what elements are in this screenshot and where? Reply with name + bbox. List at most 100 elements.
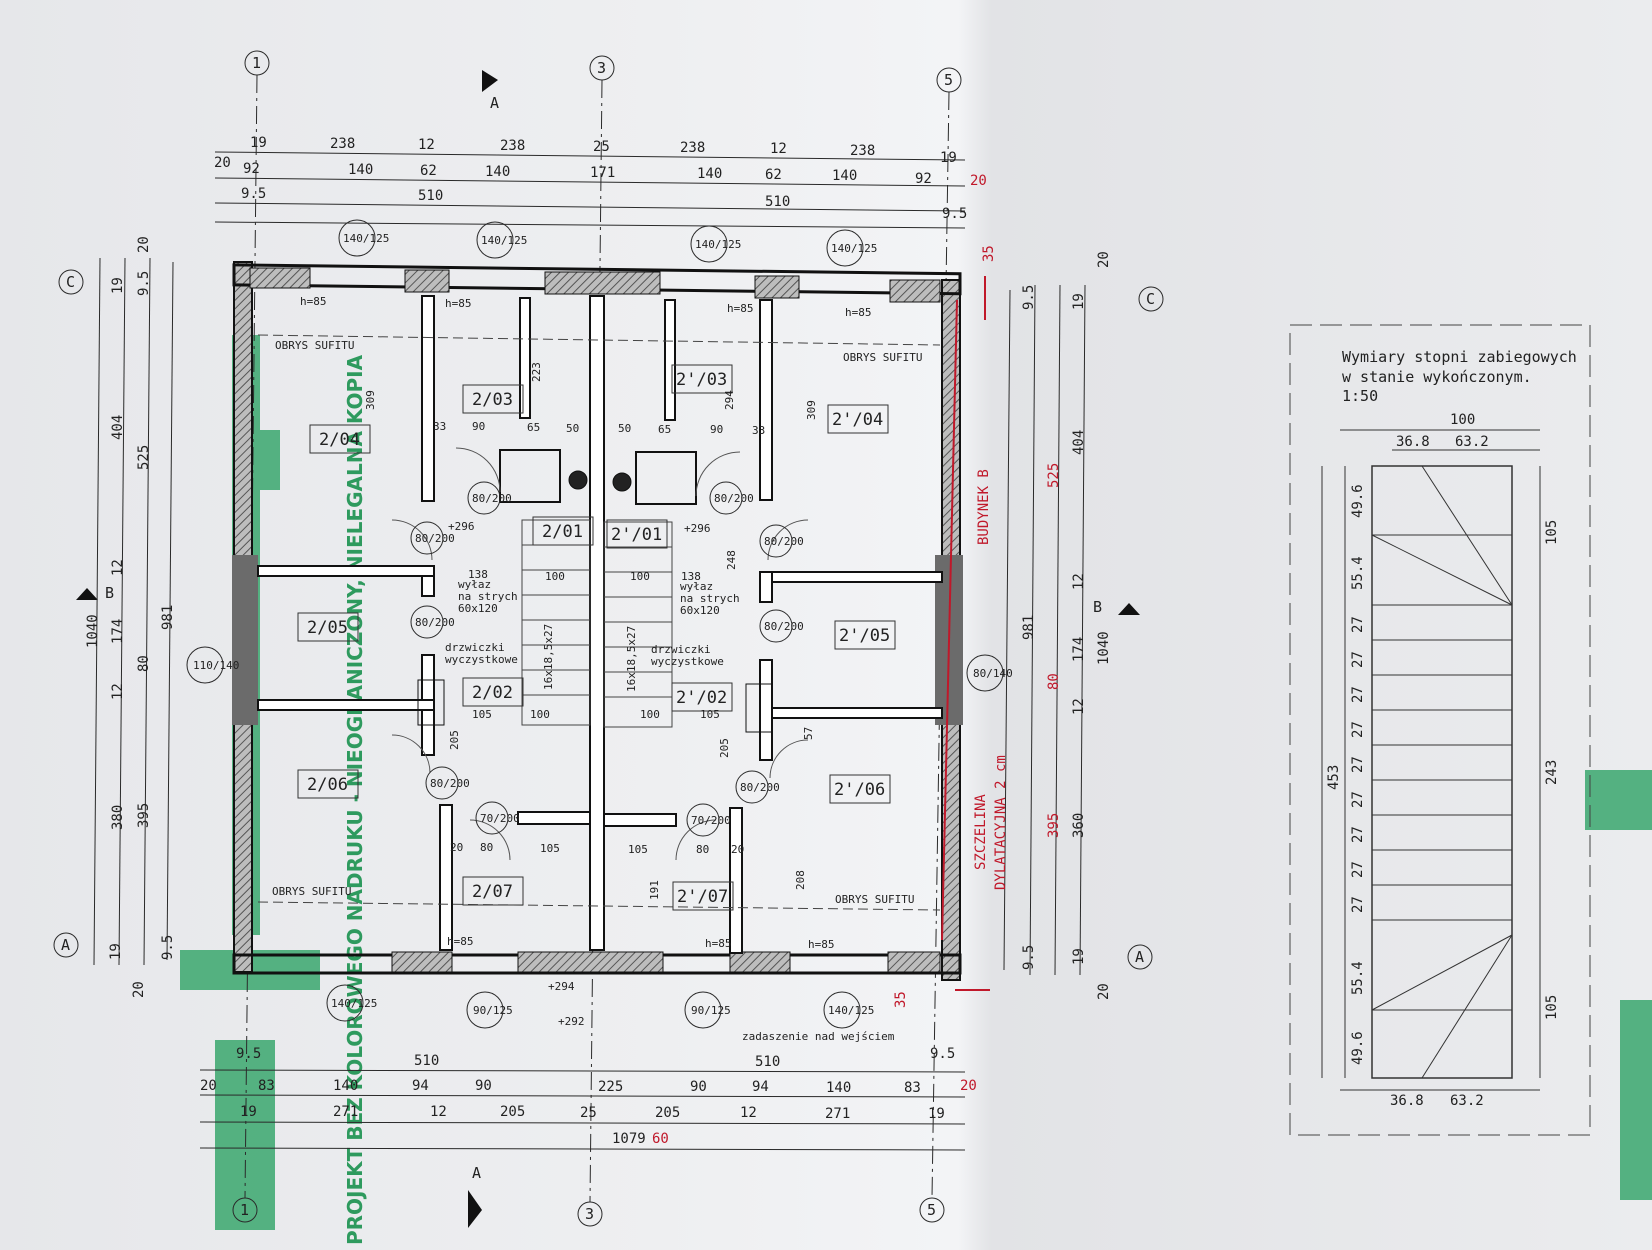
sill-3: h=85	[727, 302, 754, 315]
dim-top-edge-3: 9.5	[942, 206, 967, 222]
chimneys	[417, 470, 773, 733]
dim-left: 19	[110, 277, 126, 294]
axis-bubble	[1127, 944, 1153, 970]
int-dim: 208	[794, 870, 807, 890]
dim-bottom-texts: 510 510 83 140 94 90 225 90 94 140 83 19…	[200, 1046, 977, 1147]
dim-right: 12	[1071, 698, 1087, 715]
dim-bottom-edge: 9.5	[930, 1046, 955, 1062]
dim-left: 9.5	[160, 935, 176, 960]
dim-bottom: 12	[430, 1104, 447, 1120]
dim-top-edge-4: 20	[970, 173, 987, 189]
sill-7: h=85	[808, 938, 835, 951]
int-dim: 100	[530, 708, 550, 721]
section-a-top-marker	[482, 70, 498, 92]
int-dim: 309	[805, 400, 818, 420]
window-tag-left: 110/140	[193, 659, 239, 672]
stair-detail: Wymiary stopni zabiegowych w stanie wyko…	[1289, 324, 1591, 1136]
stair-left-dim: 49.6	[1350, 484, 1366, 518]
window-tag-3: 140/125	[695, 238, 741, 251]
door-tag-3: 80/200	[415, 616, 455, 629]
stair-top-split-1: 36.8	[1396, 434, 1430, 450]
room-2-07: 2/07	[472, 882, 513, 902]
dim-right: 12	[1071, 573, 1087, 590]
dim-top-1: 19	[250, 135, 267, 151]
entrance-canopy: zadaszenie nad wejściem	[742, 1030, 895, 1043]
room-texts: 2/03 2/04 2/01 2/05 2/02 2/06 2/07 2'/03…	[307, 370, 890, 907]
dim-right: 1040	[1096, 631, 1112, 665]
dim-bottom: 510	[755, 1054, 780, 1070]
dim-bottom: 94	[412, 1078, 429, 1094]
int-dim: 309	[364, 390, 377, 410]
dim-right: 360	[1071, 813, 1087, 838]
section-b-right-marker	[1118, 603, 1140, 615]
wylaz-2-b: na strych	[680, 592, 740, 605]
drzwiczki-2-a: drzwiczki	[651, 643, 711, 656]
axis-label-c-right: C	[1146, 290, 1155, 308]
stair-width: 100	[1450, 412, 1475, 428]
dim-left: 12	[110, 683, 126, 700]
dim-top-3: 12	[418, 137, 435, 153]
dim-top-r2-6: 140	[697, 166, 722, 182]
axis-label-5: 5	[944, 71, 953, 89]
axis-label-c-left: C	[66, 273, 75, 291]
dim-bottom: 140	[333, 1078, 358, 1094]
dim-right: 19	[1071, 293, 1087, 310]
wylaz-2-c: 60x120	[680, 604, 720, 617]
stair-left-dim: 27	[1350, 896, 1366, 913]
dim-right: 80	[1046, 673, 1062, 690]
dim-bottom: 510	[414, 1053, 439, 1069]
sill-6: h=85	[705, 937, 732, 950]
door-tag-4: 80/200	[430, 777, 470, 790]
stair-left-dim: 27	[1350, 721, 1366, 738]
drzwiczki-1-a: drzwiczki	[445, 641, 505, 654]
axis-bubble	[58, 269, 84, 295]
int-dim: 105	[540, 842, 560, 855]
obrys-lines	[257, 334, 941, 911]
stair-outline	[1371, 465, 1513, 1079]
axis-label-5-bottom: 5	[927, 1201, 936, 1219]
dim-top-edge-2: 9.5	[241, 186, 266, 202]
room-2-03: 2/03	[472, 390, 513, 410]
stair-left-dim: 27	[1350, 686, 1366, 703]
int-dim: 223	[530, 362, 543, 382]
room-2-05: 2/05	[307, 618, 348, 638]
dim-left: 981	[160, 605, 176, 630]
door-tag-10: 70/200	[691, 814, 731, 827]
dim-top-row2: 92 140 62 140 171 140 62 140 92	[243, 161, 932, 187]
dim-bottom: 90	[475, 1078, 492, 1094]
axis-bubble	[53, 932, 79, 958]
axis-bubble	[1138, 286, 1164, 312]
door-tag-7: 80/200	[764, 535, 804, 548]
window-tag-4: 140/125	[831, 242, 877, 255]
door-tag-2: 80/200	[415, 532, 455, 545]
dim-left: 19	[108, 943, 124, 960]
dim-top-r2-8: 140	[832, 168, 857, 184]
room-2p-02: 2'/02	[676, 688, 727, 708]
room-2p-05: 2'/05	[839, 626, 890, 646]
dim-bottom: 19	[240, 1104, 257, 1120]
door-tag-6: 80/200	[714, 492, 754, 505]
dim-right-texts: 20 19 9.5 404 525 12 174 981 1040 80 12 …	[1021, 251, 1112, 1000]
drzwiczki-1-b: wyczystkowe	[445, 653, 518, 666]
dim-top-r2-9: 92	[915, 171, 932, 187]
gap-label-1: SZCZELINA	[973, 794, 989, 870]
window-tag-5: 140/125	[331, 997, 377, 1010]
stair-detail-title-2: w stanie wykończonym.	[1342, 368, 1532, 386]
stair-right-dim: 105	[1544, 995, 1560, 1020]
watermark-letter-right-2	[1620, 1000, 1652, 1200]
dim-top-r2-3: 62	[420, 163, 437, 179]
window-tag-2: 140/125	[481, 234, 527, 247]
watermark-vertical-text: PROJEKT BEZ KOLOROWEGO NADRUKU - NIEOGRA…	[343, 354, 367, 1245]
dim-left-texts: 20 19 9.5 404 525 12 174 1040 80 981 12 …	[85, 236, 176, 998]
watermark-letter-right	[1585, 770, 1652, 830]
int-dim: 294	[723, 390, 736, 410]
dim-top-7: 12	[770, 141, 787, 157]
dim-bottom: 271	[825, 1106, 850, 1122]
stair-left-dim: 55.4	[1350, 961, 1366, 995]
room-2-04: 2/04	[319, 430, 360, 450]
dim-lines-top	[214, 151, 966, 229]
window-tag-8: 140/125	[828, 1004, 874, 1017]
dim-lines-bottom	[199, 1069, 966, 1151]
